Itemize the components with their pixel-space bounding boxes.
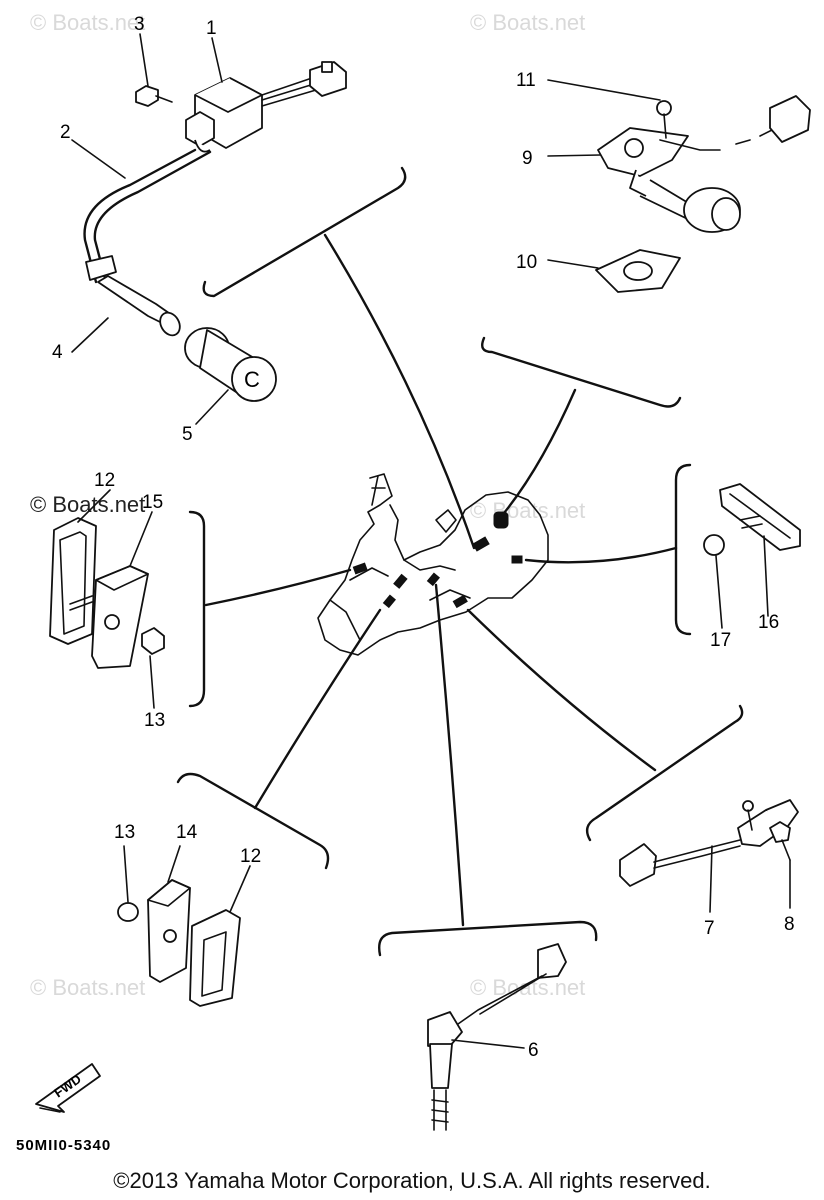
watermark-bottom-right: © Boats.net <box>470 975 585 1000</box>
callout-6: 6 <box>528 1040 539 1061</box>
callout-12-left: 12 <box>94 470 115 491</box>
callout-16: 16 <box>758 612 779 633</box>
callout-17: 17 <box>710 630 731 651</box>
engine-mount-point <box>493 511 509 529</box>
part-sender-unit-with-cable <box>83 61 347 337</box>
callout-2: 2 <box>60 122 71 143</box>
group-brackets <box>176 166 744 957</box>
callout-5: 5 <box>182 424 193 445</box>
callout-3: 3 <box>134 14 145 35</box>
callout-leaders <box>71 33 791 1049</box>
callout-12-bottom: 12 <box>240 846 261 867</box>
callout-4: 4 <box>52 342 63 363</box>
callout-numbers: 1 2 3 4 5 6 7 8 9 10 11 12 12 13 13 14 1… <box>52 14 795 1061</box>
part-temperature-sensor <box>427 943 567 1131</box>
watermark-top-right: © Boats.net <box>470 10 585 35</box>
callout-1: 1 <box>206 18 217 39</box>
part-right-switch <box>703 483 801 556</box>
part-grommet: C <box>184 327 277 402</box>
callout-9: 9 <box>522 148 533 169</box>
callout-10: 10 <box>516 252 537 273</box>
svg-text:C: C <box>244 367 260 392</box>
diagram-code: 50MII0-5340 <box>16 1137 111 1154</box>
callout-11: 11 <box>516 70 536 91</box>
callout-7: 7 <box>704 918 715 939</box>
watermark-bottom-left: © Boats.net <box>30 975 145 1000</box>
watermark-middle: © Boats.net <box>470 498 585 523</box>
callout-13-left: 13 <box>144 710 165 731</box>
watermark-top-left: © Boats.net <box>30 10 145 35</box>
part-oil-sender <box>595 95 811 293</box>
callout-15: 15 <box>142 492 163 513</box>
callout-13-bottom: 13 <box>114 822 135 843</box>
copyright-footer: ©2013 Yamaha Motor Corporation, U.S.A. A… <box>113 1168 711 1193</box>
callout-14: 14 <box>176 822 198 843</box>
forward-arrow: FWD <box>35 1063 101 1113</box>
callout-8: 8 <box>784 914 795 935</box>
part-bottom-left-switch <box>117 879 241 1007</box>
parts-diagram: © Boats.net © Boats.net © Boats.net © Bo… <box>16 10 811 1154</box>
part-neutral-switch <box>619 799 799 887</box>
part-left-switch <box>49 517 165 669</box>
